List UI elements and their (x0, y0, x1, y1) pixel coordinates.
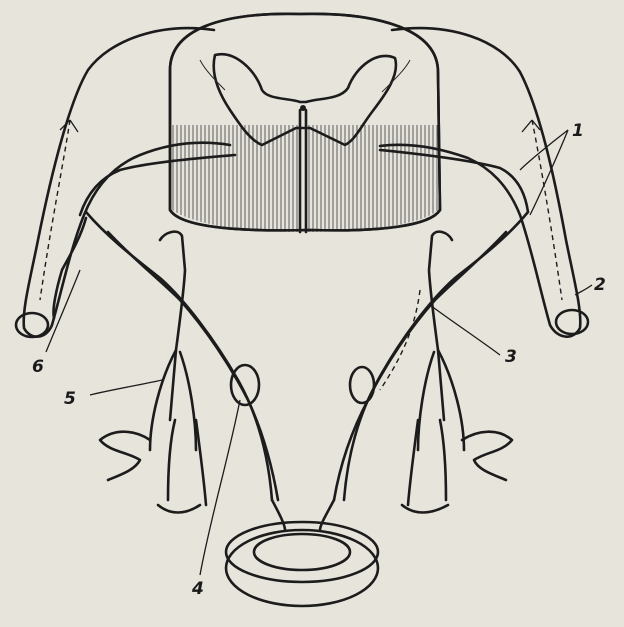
sympathetic-ring (226, 500, 378, 606)
left-communicating-branches (86, 212, 278, 513)
label-4: 4 (191, 579, 204, 599)
label-1: 1 (572, 121, 584, 141)
right-communicating-branches (334, 212, 528, 513)
label-5: 5 (64, 389, 76, 409)
spinal-cord-section (170, 14, 440, 232)
label-6: 6 (32, 357, 44, 377)
label-2: 2 (594, 275, 606, 295)
label-3: 3 (505, 347, 517, 367)
